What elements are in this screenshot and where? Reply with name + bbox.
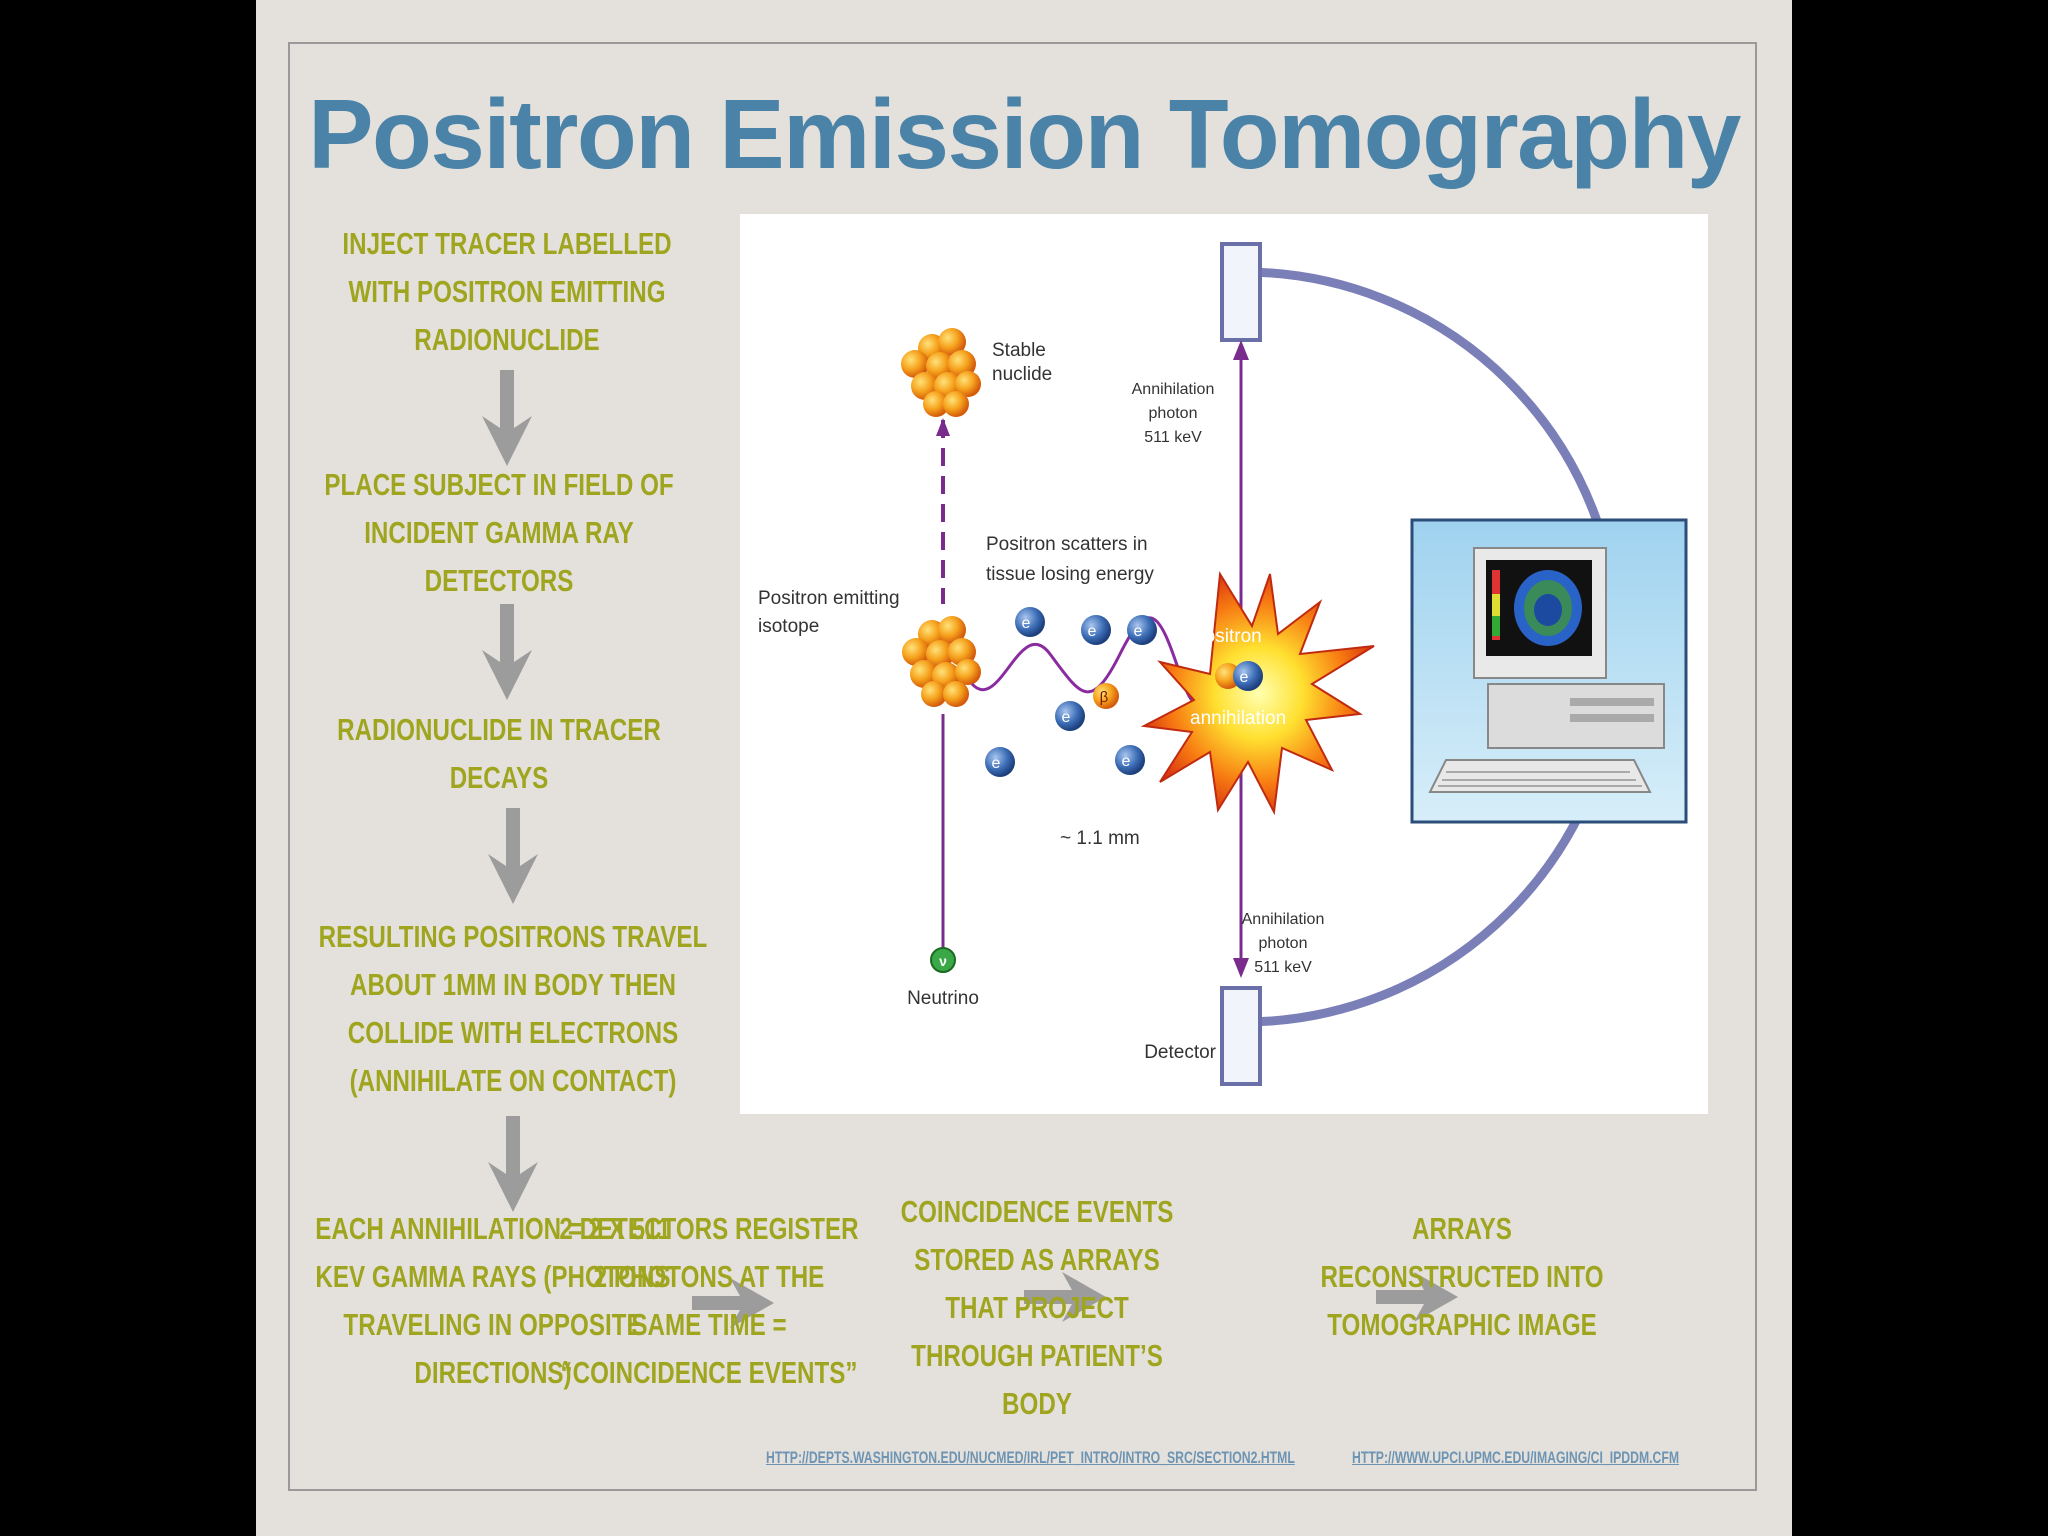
isotope-label: Positron emitting — [758, 588, 900, 609]
svg-text:e: e — [1240, 669, 1249, 686]
step-line: DECAYS — [449, 760, 549, 795]
electron-particle: e — [1081, 615, 1111, 645]
positron-annihilation-label: Positron — [1192, 626, 1262, 647]
beta-particle: β — [1093, 683, 1119, 709]
step-line: STORED AS ARRAYS — [914, 1242, 1160, 1277]
svg-text:β: β — [1100, 689, 1109, 706]
step-line: (ANNIHILATE ON CONTACT) — [349, 1063, 677, 1098]
right-arrow-icon — [692, 1278, 774, 1328]
positron-annihilation-label: annihilation — [1190, 708, 1286, 729]
slide-title: Positron Emission Tomography — [308, 79, 1741, 189]
stable-nuclide-label: nuclide — [992, 364, 1052, 385]
svg-text:e: e — [1062, 709, 1071, 726]
detector-bottom — [1220, 986, 1262, 1086]
step-arrays-reconstructed: ARRAYS RECONSTRUCTED INTO TOMOGRAPHIC IM… — [1301, 1205, 1622, 1349]
step-line: TRAVELING IN OPPOSITE — [343, 1307, 643, 1342]
reference-link-washington[interactable]: HTTP://DEPTS.WASHINGTON.EDU/NUCMED/IRL/P… — [766, 1448, 1295, 1467]
step-each-annihilation: EACH ANNIHILATION = 2 X 511 KEV GAMMA RA… — [288, 1205, 698, 1397]
svg-text:e: e — [992, 755, 1001, 772]
step-place-subject: PLACE SUBJECT IN FIELD OF INCIDENT GAMMA… — [286, 461, 712, 605]
positron-emitting-isotope-cluster — [902, 616, 981, 707]
right-arrow-icon — [1376, 1272, 1458, 1322]
step-inject-tracer: INJECT TRACER LABELLED WITH POSITRON EMI… — [294, 220, 720, 364]
step-line: DIRECTIONS) — [414, 1355, 572, 1390]
annihilation-photon-top-label: 511 keV — [1144, 429, 1202, 446]
step-line: EACH ANNIHILATION = 2 X 511 — [315, 1211, 671, 1246]
step-line: RESULTING POSITRONS TRAVEL — [318, 919, 708, 954]
step-line: PLACE SUBJECT IN FIELD OF — [324, 467, 674, 502]
step-line: 2 PHOTONS AT THE — [593, 1259, 825, 1294]
isotope-label: isotope — [758, 616, 819, 637]
step-line: THAT PROJECT — [945, 1290, 1129, 1325]
annihilation-photon-bottom-label: Annihilation — [1242, 911, 1325, 928]
annihilation-photon-top-label: Annihilation — [1132, 381, 1215, 398]
step-line: “COINCIDENCE EVENTS” — [560, 1355, 858, 1390]
step-line: RECONSTRUCTED INTO — [1320, 1259, 1604, 1294]
step-line: RADIONUCLIDE IN TRACER — [337, 712, 661, 747]
step-line: COLLIDE WITH ELECTRONS — [347, 1015, 679, 1050]
step-line: ABOUT 1MM IN BODY THEN — [349, 967, 676, 1002]
pet-diagram: ν e e e e e — [740, 214, 1708, 1114]
annihilation-starburst — [1140, 570, 1375, 816]
annihilation-photon-bottom-label: photon — [1259, 935, 1308, 952]
slide-frame — [288, 42, 1757, 1491]
pet-diagram-illustration: ν e e e e e — [758, 242, 1688, 1086]
step-line: THROUGH PATIENT’S — [911, 1338, 1163, 1373]
electron-particle: e — [985, 747, 1015, 777]
step-detectors-register: 2 DETECTORS REGISTER 2 PHOTONS AT THE SA… — [543, 1205, 875, 1397]
step-line: SAME TIME = — [631, 1307, 787, 1342]
stable-nuclide-label: Stable — [992, 340, 1046, 361]
neutrino-symbol: ν — [939, 953, 947, 969]
step-line: BODY — [1002, 1386, 1072, 1421]
annihilation-photon-bottom-label: 511 keV — [1254, 959, 1312, 976]
step-positrons-travel: RESULTING POSITRONS TRAVEL ABOUT 1MM IN … — [300, 913, 726, 1105]
step-line: DETECTORS — [424, 563, 574, 598]
down-arrow-icon — [482, 604, 532, 700]
step-line: TOMOGRAPHIC IMAGE — [1327, 1307, 1597, 1342]
down-arrow-icon — [482, 370, 532, 466]
positron-scatters-label: Positron scatters in — [986, 534, 1148, 555]
reference-link-upmc[interactable]: HTTP://WWW.UPCI.UPMC.EDU/IMAGING/CI_IPDD… — [1352, 1448, 1680, 1467]
neutrino-label: Neutrino — [907, 988, 979, 1009]
svg-text:e: e — [1022, 615, 1031, 632]
electron-particle: e — [1015, 607, 1045, 637]
svg-text:e: e — [1134, 623, 1143, 640]
svg-text:e: e — [1088, 623, 1097, 640]
step-line: COINCIDENCE EVENTS — [900, 1194, 1174, 1229]
electron-particle: e — [1115, 745, 1145, 775]
detector-top — [1220, 242, 1262, 342]
electron-particle: e — [1127, 615, 1157, 645]
annihilation-photon-top-label: photon — [1149, 405, 1198, 422]
neutrino-particle — [930, 947, 956, 973]
step-line: INCIDENT GAMMA RAY — [364, 515, 634, 550]
computer-illustration — [1410, 518, 1688, 824]
step-line: 2 DETECTORS REGISTER — [559, 1211, 859, 1246]
electron-particle: e — [1055, 701, 1085, 731]
step-line: KEV GAMMA RAYS (PHOTONS — [315, 1259, 671, 1294]
step-radionuclide-decays: RADIONUCLIDE IN TRACER DECAYS — [286, 706, 712, 802]
svg-text:e: e — [1122, 753, 1131, 770]
down-arrow-icon — [488, 808, 538, 904]
stable-nuclide-cluster — [901, 328, 981, 417]
detector-label: Detector — [1144, 1042, 1216, 1063]
step-line: RADIONUCLIDE — [414, 322, 600, 357]
positron-scatters-label: tissue losing energy — [986, 564, 1154, 585]
step-line: INJECT TRACER LABELLED — [342, 226, 672, 261]
step-line: ARRAYS — [1412, 1211, 1512, 1246]
right-arrow-icon — [1024, 1272, 1106, 1322]
down-arrow-icon — [488, 1116, 538, 1212]
slide: Positron Emission Tomography INJECT TRAC… — [256, 0, 1792, 1536]
distance-label: ~ 1.1 mm — [1060, 828, 1140, 849]
step-coincidence-events-stored: COINCIDENCE EVENTS STORED AS ARRAYS THAT… — [891, 1188, 1183, 1428]
step-line: WITH POSITRON EMITTING — [348, 274, 666, 309]
